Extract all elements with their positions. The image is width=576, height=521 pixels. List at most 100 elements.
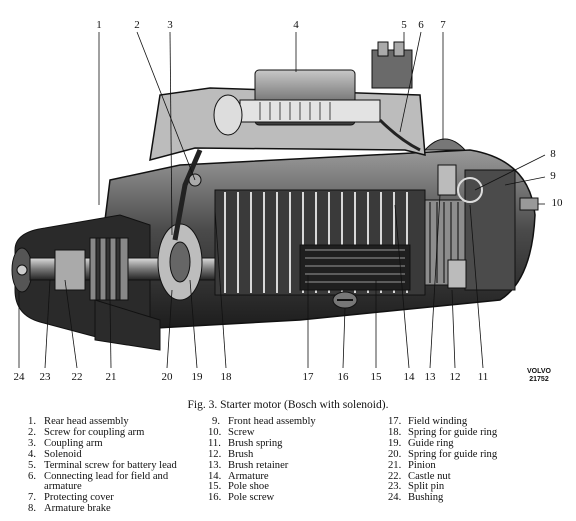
legend-item: 13.Brush retainer xyxy=(208,459,316,472)
legend-item: 4. Solenoid xyxy=(24,448,177,461)
callout-19: 19 xyxy=(191,371,203,383)
callout-20: 20 xyxy=(161,371,173,383)
callout-2: 2 xyxy=(134,19,140,31)
end-screw xyxy=(519,197,539,211)
legend-item: 17.Field winding xyxy=(388,416,497,428)
legend-item-number: 12. xyxy=(208,448,222,460)
legend-item: 23. Split pin xyxy=(388,481,497,493)
legend-item-number: 18. xyxy=(388,426,402,438)
plunger-spring xyxy=(213,94,243,136)
legend-item-label: Terminal screw for battery lead xyxy=(44,459,177,471)
legend-item: 3. Coupling arm xyxy=(24,437,177,450)
legend-item: 9.Front head assembly xyxy=(208,416,316,428)
legend-item-label: Rear head assembly xyxy=(44,416,129,427)
legend-item-label: Connecting lead for field and xyxy=(44,470,169,482)
pinion xyxy=(54,237,129,301)
legend-item-number: 14. xyxy=(208,470,222,482)
legend-item: 8.Armature brake xyxy=(24,503,177,515)
legend-item-number: 15. xyxy=(208,481,222,493)
legend-item-number: 16. xyxy=(208,492,222,504)
legend-item-number: 3. xyxy=(28,437,36,449)
legend-item-label: Pole shoe xyxy=(228,481,269,493)
mounting-flange xyxy=(94,299,161,351)
legend-item-label: armature xyxy=(44,481,82,493)
maker-code: VOLVO 21752 xyxy=(527,368,551,383)
legend-item-number: 10. xyxy=(208,426,222,438)
legend-item-label: Brush retainer xyxy=(228,459,289,471)
legend-item-number: 5. xyxy=(28,459,36,471)
callout-15: 15 xyxy=(370,371,382,383)
legend-item-label: Brush xyxy=(228,448,254,460)
callout-9: 9 xyxy=(550,170,556,182)
callout-21: 21 xyxy=(105,371,117,383)
callout-22: 22 xyxy=(71,371,83,383)
legend-item-label: Pole screw xyxy=(228,492,275,504)
callout-6: 6 xyxy=(418,19,424,31)
callout-1: 1 xyxy=(96,19,102,31)
legend-item-number: 6. xyxy=(28,470,36,482)
protecting-cover xyxy=(423,138,467,151)
legend-item: 14. Armature xyxy=(208,470,316,483)
legend-item-number: 2. xyxy=(28,426,36,438)
legend-item: 19.Guide ring xyxy=(388,437,497,450)
legend-item-label: Armature xyxy=(228,470,269,482)
legend-item: 18. Spring for guide ring xyxy=(388,426,498,439)
legend-item-number: 19. xyxy=(388,437,402,449)
legend-item-label: Field winding xyxy=(408,416,468,427)
legend-item-label: Screw for coupling arm xyxy=(44,426,145,438)
legend-item-label: Bushing xyxy=(408,492,444,504)
legend-item-label: Screw xyxy=(228,426,255,438)
callout-16: 16 xyxy=(337,371,349,383)
legend-item: 20. Spring for guide ring xyxy=(388,448,498,461)
legend-item-label: Front head assembly xyxy=(228,416,316,427)
callout-7: 7 xyxy=(440,19,446,31)
legend-item: 24. Bushing xyxy=(388,492,497,504)
maker-code-brand: VOLVO xyxy=(527,368,551,375)
legend-item-label: Protecting cover xyxy=(44,492,114,504)
legend-item-number: 23. xyxy=(388,481,402,493)
callout-10: 10 xyxy=(551,197,563,209)
terminal-screw xyxy=(371,41,413,89)
maker-code-number: 21752 xyxy=(529,375,549,383)
legend-item-number: 22. xyxy=(388,470,402,482)
legend-item-label: Spring for guide ring xyxy=(408,426,498,438)
callout-14: 14 xyxy=(403,371,415,383)
legend-item-number: 24. xyxy=(388,492,402,504)
legend-item: 12. Brush xyxy=(208,448,316,461)
brush-spring xyxy=(457,177,483,203)
pole-shoe xyxy=(299,244,411,291)
legend-item-number: 8. xyxy=(28,503,36,515)
legend-item-number: 20. xyxy=(388,448,402,460)
legend-column-1: 1. Rear head assembly 2. Screw for coupling… xyxy=(24,416,177,515)
legend-item-label: Solenoid xyxy=(44,448,82,460)
figure-caption: Fig. 3. Starter motor (Bosch with soleno… xyxy=(187,399,389,411)
callout-17: 17 xyxy=(302,371,314,383)
legend-item: 21.Pinion xyxy=(388,460,497,472)
legend-item-label: Coupling arm xyxy=(44,437,103,449)
legend-item: 22. Castle nut xyxy=(388,470,497,483)
callout-3: 3 xyxy=(167,19,173,31)
legend-item: armature xyxy=(24,481,177,493)
legend-item: 11.Brush spring xyxy=(208,437,316,450)
legend-item-number: 11. xyxy=(208,437,221,449)
legend-item-label: Split pin xyxy=(408,481,445,493)
legend-item: 10. Screw xyxy=(208,426,316,439)
brush-retainer xyxy=(464,169,516,291)
legend-item: 5. Terminal screw for battery lead xyxy=(24,459,177,472)
legend-item-label: Castle nut xyxy=(408,470,451,482)
brush xyxy=(437,164,457,196)
legend-item-number: 1. xyxy=(28,416,36,427)
legend-item: 15. Pole shoe xyxy=(208,481,316,493)
legend-item-label: Spring for guide ring xyxy=(408,448,498,460)
connecting-lead xyxy=(378,118,421,152)
legend-item: 6. Connecting lead for field and xyxy=(24,470,177,483)
legend-item-number: 4. xyxy=(28,448,36,460)
legend-item: 16. Pole screw xyxy=(208,492,316,504)
callout-4: 4 xyxy=(293,19,299,31)
callout-5: 5 xyxy=(401,19,407,31)
callout-8: 8 xyxy=(550,148,556,160)
callout-13: 13 xyxy=(424,371,436,383)
